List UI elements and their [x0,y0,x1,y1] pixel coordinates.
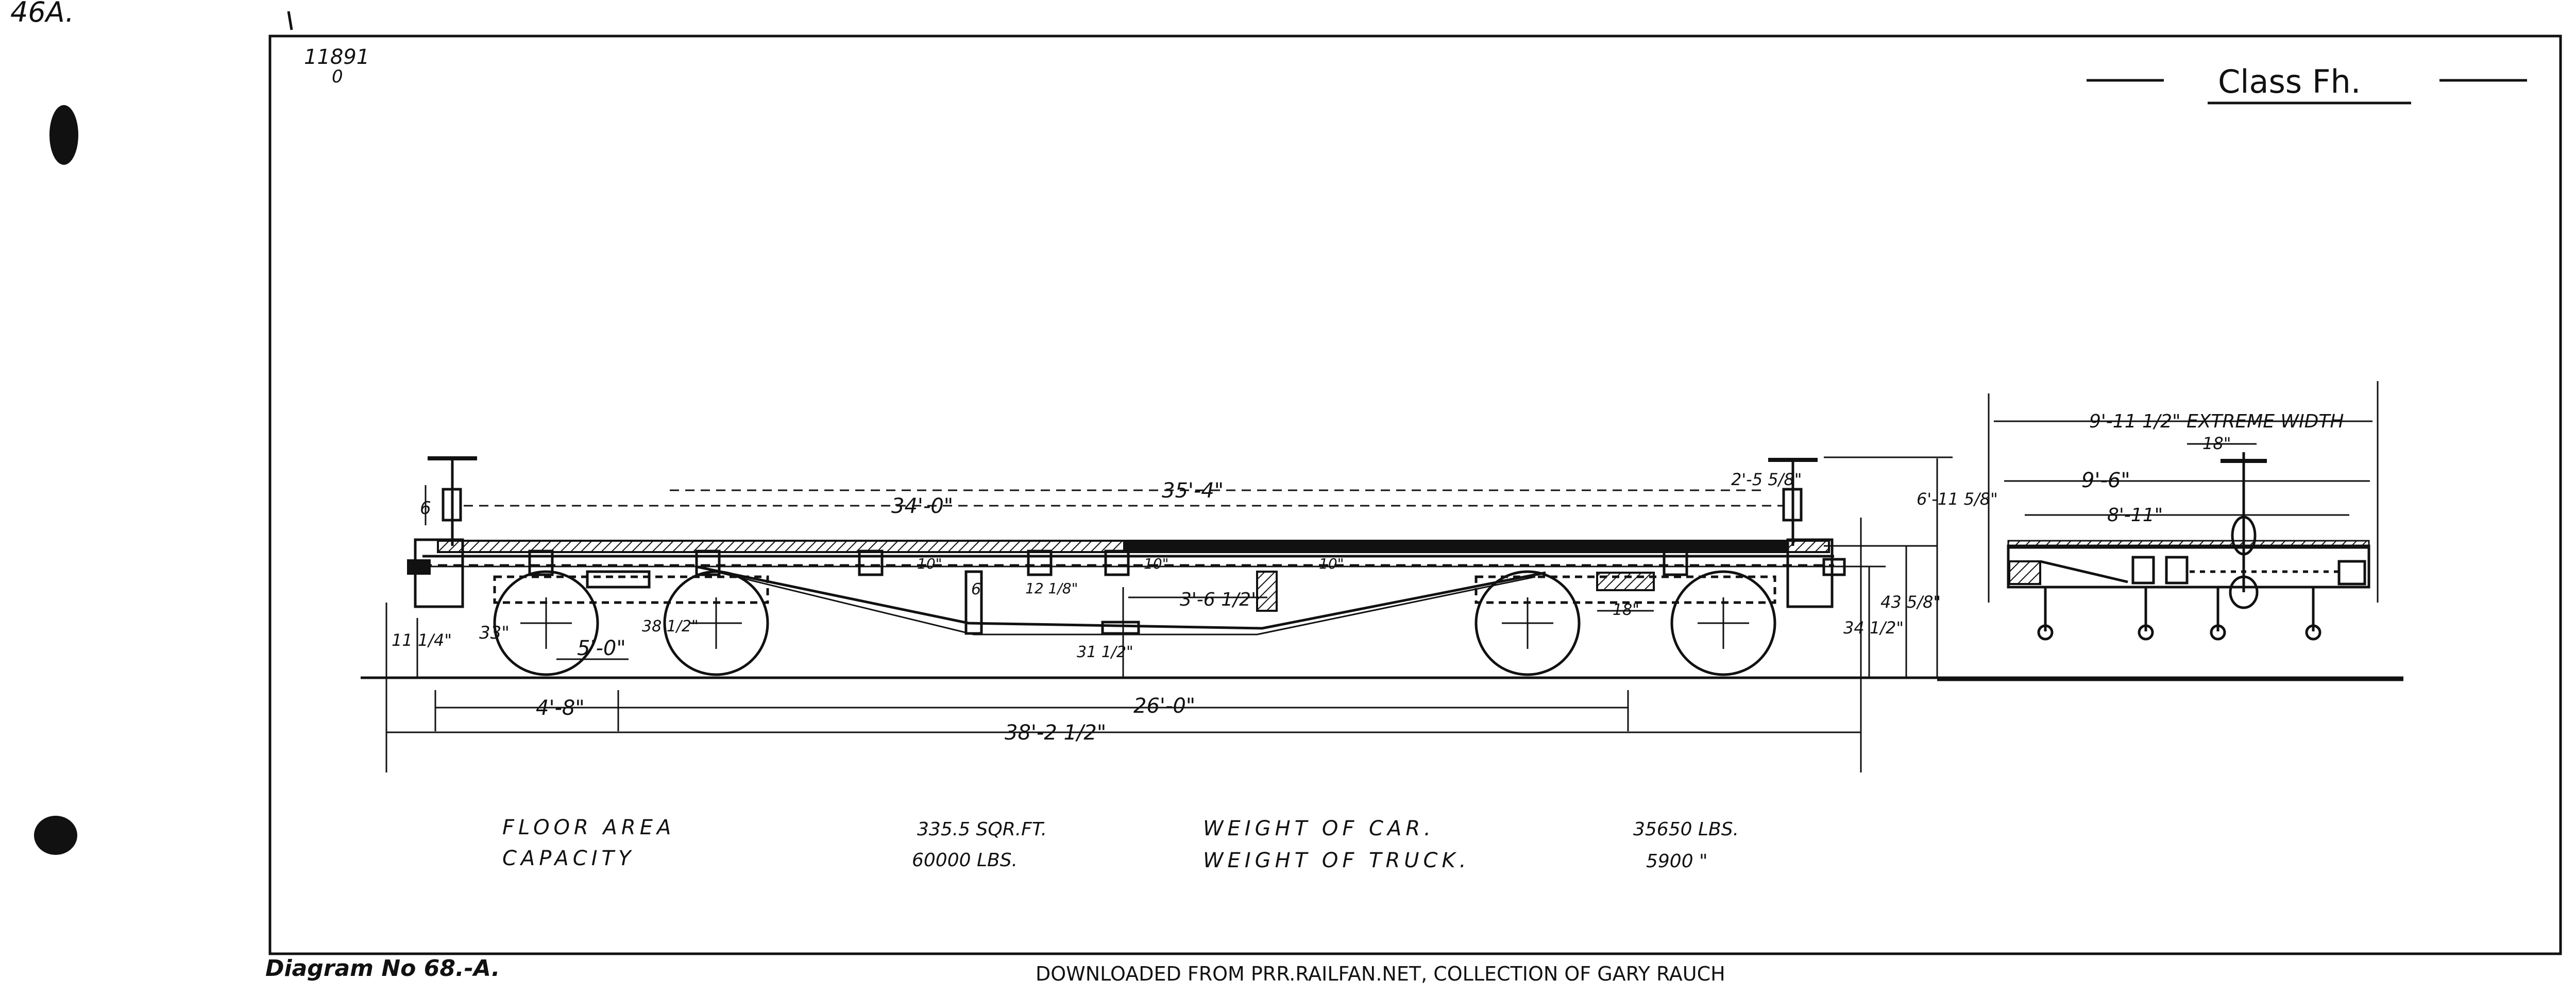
dim-center-gap: 3'-6 1/2" [1180,589,1260,610]
truck-weight-value: 5900 " [1646,851,1708,872]
deck-center-planks [1123,541,1788,552]
journal-stud [2305,587,2321,641]
truck-left [493,570,769,676]
edge-mark [287,11,293,30]
side-elevation: 34'-0" 35'-4" 4'-8" 26'-0" 38'-2 1/2" 5'… [361,456,2403,772]
dim-brake-wheel-height: 6'-11 5/8" [1917,489,1998,509]
wheel [1670,570,1776,676]
stake-pocket [528,549,554,576]
binder-hole-bottom [34,816,77,855]
wheel [1475,570,1581,676]
journal-stud [2138,587,2154,641]
dim-overall-length: 38'-2 1/2" [1005,721,1106,745]
spec-table: FLOOR AREA 335.5 SQR.FT. CAPACITY 60000 … [502,816,1739,872]
bolster-left [586,570,651,589]
brake-staff-right [1768,458,1818,546]
end-sill-right [1786,538,1834,608]
floor-area-label: FLOOR AREA [502,816,675,839]
file-number: 11891 [304,45,369,69]
dim-width-inside: 8'-11" [2107,505,2163,526]
dim-truck-wheelbase: 4'-8" [536,696,585,720]
dim-deck-height: 43 5/8" [1880,592,1941,612]
needle-beam-post [964,570,983,635]
dim-end-offset: 6 [420,498,431,519]
wheel [493,570,599,676]
dim-post-width: 6 [971,580,981,598]
dim-width-over-sills: 9'-6" [2081,469,2130,492]
stake-pocket [1027,549,1053,576]
dim-end-height: 11 1/4" [392,630,452,650]
stake-pocket [695,549,721,576]
journal-stud [2210,587,2226,641]
diagram-number: Diagram No 68.-A. [265,955,500,982]
sheet-code: 46A. [10,0,74,28]
dim-deck-mark-c: 10" [1319,555,1344,572]
dim-truck-centers: 26'-0" [1133,694,1195,718]
dim-deck-mark-b: 10" [1144,555,1169,572]
brake-staff-left [428,456,477,546]
dim-side-bearing: 38 1/2" [642,617,699,636]
binder-hole-top [49,105,78,165]
dim-deck-mark-a: 10" [917,555,942,572]
journal-stud [2037,587,2054,641]
drawing-border [268,35,2562,955]
car-weight-value: 35650 LBS. [1633,819,1739,840]
dim-wheelbase-inner: 5'-0" [577,637,626,660]
dim-center-sill: 18" [1613,601,1639,619]
capacity-label: CAPACITY [502,847,635,870]
floor-area-value: 335.5 SQR.FT. [917,819,1047,840]
dim-coupler-height: 34 1/2" [1843,618,1904,638]
end-deck [2007,540,2370,549]
dim-over-sills: 35'-4" [1162,479,1224,503]
truss-rod [695,565,1546,630]
dim-truss-depth: 31 1/2" [1077,643,1133,661]
end-elevation: 9'-11 1/2" EXTREME WIDTH 9'-6" 8'-11" 18… [1937,381,2403,681]
dim-staff-width: 18" [2202,434,2231,453]
coupler-left [407,559,431,575]
dim-wheel-diameter: 33" [479,623,510,643]
capacity-value: 60000 LBS. [912,850,1018,871]
class-title: Class Fh. [2218,63,2361,100]
bolster-right [1596,572,1655,591]
wheel [663,570,769,676]
file-number-suffix: 0 [332,66,343,87]
truck-weight-label: WEIGHT OF TRUCK. [1203,849,1470,872]
queen-post [1256,571,1278,612]
dim-bolster-depth: 12 1/8" [1025,580,1078,597]
stake-pocket [858,549,884,576]
dim-inside-length: 34'-0" [891,494,953,518]
dim-brake-staff-offset: 2'-5 5/8" [1731,470,1802,489]
stake-pocket [1104,549,1130,576]
credit-line: DOWNLOADED FROM PRR.RAILFAN.NET, COLLECT… [1036,963,1725,985]
truck-right [1475,570,1776,676]
stake-pocket [1663,549,1688,576]
dim-extreme-width: 9'-11 1/2" EXTREME WIDTH [2089,411,2344,432]
turnbuckle [1101,621,1140,635]
car-weight-label: WEIGHT OF CAR. [1203,817,1435,840]
